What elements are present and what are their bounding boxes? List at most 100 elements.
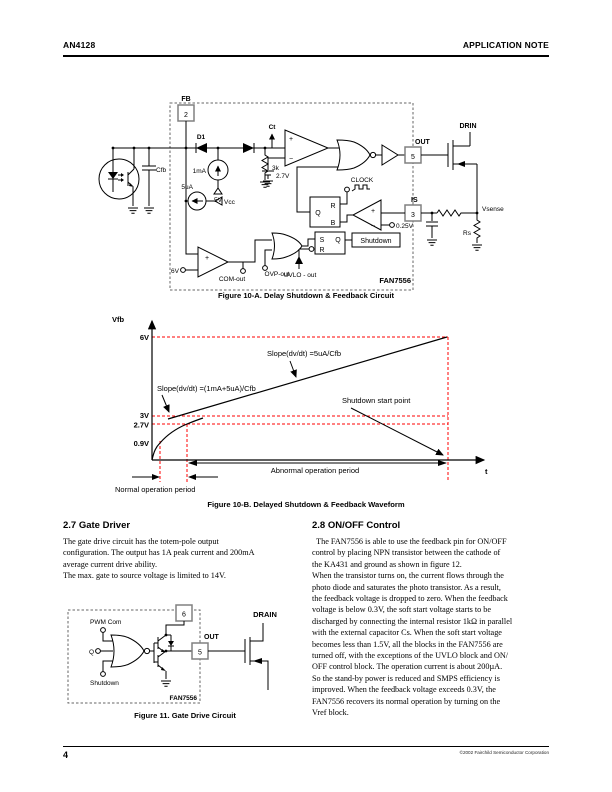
shutdown-block: Shutdown xyxy=(351,232,401,248)
x-axis-label: t xyxy=(485,467,488,476)
pin-is-name: IS xyxy=(411,197,418,204)
d1-label: D1 xyxy=(197,134,206,141)
fb-sense-wire xyxy=(185,148,198,255)
pin-6: 6 xyxy=(165,604,193,635)
rs-label: Rs xyxy=(463,230,472,237)
doc-type: APPLICATION NOTE xyxy=(462,40,549,50)
page-number: 4 xyxy=(63,750,69,760)
ovp-out-label: OVP-out xyxy=(265,271,290,278)
ic-boundary xyxy=(169,102,414,291)
out-label: OUT xyxy=(204,634,220,641)
pin-out-number: 5 xyxy=(411,154,415,161)
com-out-label: COM-out xyxy=(219,276,246,283)
output-buffer xyxy=(381,144,405,166)
shutdown-label: Shutdown xyxy=(90,680,119,687)
diode-2 xyxy=(243,143,255,153)
uvlo-out-label: UVLO - out xyxy=(284,272,317,279)
latch-qrb: Q R B CLOCK xyxy=(309,177,374,228)
latch1-q: Q xyxy=(315,210,321,217)
figure-10b-waveform: Vfb t 6V 3V 2.7V 0.9V Slope(dv/dt) =5uA/… xyxy=(112,315,488,494)
figure-11-caption: Figure 11. Gate Drive Circuit xyxy=(134,711,236,720)
header-rule xyxy=(63,55,549,57)
footer-rule xyxy=(63,746,549,747)
abnormal-period-label: Abnormal operation period xyxy=(271,466,359,475)
doc-id: AN4128 xyxy=(63,40,96,50)
level-3v: 3V xyxy=(140,411,149,420)
totem-pole-stage xyxy=(153,633,192,687)
normal-period-arrows xyxy=(132,474,218,480)
power-mosfet: DRAIN xyxy=(244,610,277,690)
section-2-7-title: 2.7 Gate Driver xyxy=(63,520,131,531)
pin-fb-number: 2 xyxy=(184,112,188,119)
vsense-label: Vsense xyxy=(482,206,504,213)
optocoupler xyxy=(98,148,140,214)
abnormal-period-arrows xyxy=(188,460,447,466)
pin-out: OUT 5 xyxy=(191,634,245,660)
power-mosfet: DRIN xyxy=(421,123,478,213)
figure-10a-caption: Figure 10-A. Delay Shutdown & Feedback C… xyxy=(218,291,394,300)
5ua-label: 5uA xyxy=(181,184,193,191)
red-guide-lines xyxy=(152,336,449,482)
copyright-notice: ©2002 Fairchild Semiconductor Corporatio… xyxy=(459,750,549,755)
diode-d1: D1 xyxy=(195,134,207,153)
vcc-label: Vcc xyxy=(224,199,236,206)
clock-label: CLOCK xyxy=(351,177,374,184)
1ma-label: 1mA xyxy=(193,168,207,175)
level-2v7: 2.7V xyxy=(134,421,149,430)
latch-sq: S Q R UVLO - out xyxy=(284,231,352,279)
2v7-label: 2.7V xyxy=(276,173,290,180)
5v-label: 5V xyxy=(214,197,223,204)
cfb-label: Cfb xyxy=(156,167,167,174)
pin-is: IS 3 xyxy=(381,197,437,222)
q-label: Q xyxy=(89,649,94,656)
pin-is-number: 3 xyxy=(411,212,415,219)
svg-text:+: + xyxy=(371,208,375,215)
figure-11-circuit: 6 PWM Com Q Shutdown xyxy=(67,604,277,704)
latch2-r: R xyxy=(319,247,324,254)
y-axis-label: Vfb xyxy=(112,315,125,324)
drin-label: DRIN xyxy=(459,123,476,130)
comparator-fb: + − Ct 2.7V xyxy=(262,124,330,187)
section-2-8-title: 2.8 ON/OFF Control xyxy=(312,520,401,531)
pin-out: OUT 5 xyxy=(404,139,431,164)
chip-label: FAN7556 xyxy=(379,276,411,285)
slope-slow-label: Slope(dv/dt) =5uA/Cfb xyxy=(267,349,341,358)
rs-resistor: Rs xyxy=(463,213,483,251)
sense-resistor: Vsense xyxy=(436,206,504,217)
ic-boundary xyxy=(67,609,201,704)
latch1-r: R xyxy=(330,203,335,210)
6v-label: 6V xyxy=(171,268,180,275)
slow-ramp-line xyxy=(167,336,448,420)
startup-curve xyxy=(151,417,204,461)
shutdown-label: Shutdown xyxy=(360,238,391,245)
latch2-q: Q xyxy=(335,237,341,244)
clock-waveform-icon xyxy=(351,184,370,192)
pin-fb-name: FB xyxy=(181,96,190,103)
pwm-com-label: PWM Com xyxy=(90,619,121,626)
comparator-ovp: + 6V COM-out OVP-out xyxy=(171,239,290,283)
level-6v: 6V xyxy=(140,333,149,342)
svg-text:+: + xyxy=(205,255,209,262)
is-filter-cap xyxy=(426,211,438,246)
comparator-is: + − 0.25V xyxy=(340,199,414,231)
nor-gate xyxy=(296,139,382,213)
shutdown-point-label: Shutdown start point xyxy=(342,396,411,405)
figure-10b-caption: Figure 10-B. Delayed Shutdown & Feedback… xyxy=(207,500,405,509)
section-2-8-body: The FAN7556 is able to use the feedback … xyxy=(312,537,513,718)
ct-label: Ct xyxy=(269,124,277,131)
pin-6-number: 6 xyxy=(182,612,186,619)
section-2-7-body: The gate drive circuit has the totem-pol… xyxy=(63,537,255,581)
latch2-s: S xyxy=(320,237,325,244)
nor-gate: PWM Com Q Shutdown xyxy=(89,619,154,687)
chip-label: FAN7556 xyxy=(170,695,198,702)
current-source-1ma: 1mA 5V xyxy=(193,148,229,204)
current-source-5ua: 5uA Vcc xyxy=(181,184,236,211)
or-gate xyxy=(271,232,315,260)
svg-text:−: − xyxy=(371,223,375,230)
pin-5-number: 5 xyxy=(198,650,202,657)
svg-text:+: + xyxy=(289,136,293,143)
slope-fast-label: Slope(dv/dt) =(1mA+5uA)/Cfb xyxy=(157,384,256,393)
0v25-label: 0.25V xyxy=(396,223,414,230)
cfb-capacitor: Cfb xyxy=(142,148,167,214)
